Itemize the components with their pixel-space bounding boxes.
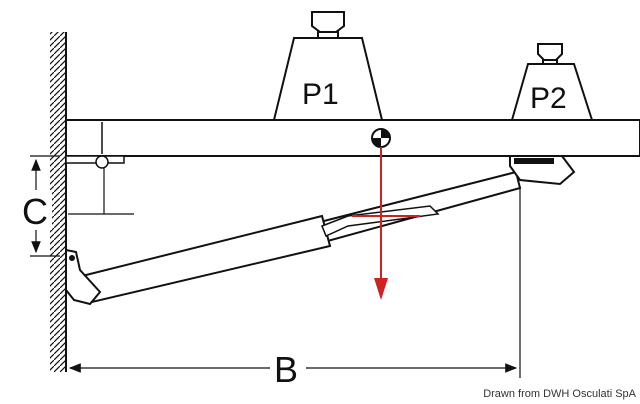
dimension-b: B [68,186,521,390]
upper-bracket [509,155,576,186]
center-of-gravity-symbol [371,128,391,148]
wall [50,32,67,372]
weight-p1: P1 [272,11,384,121]
weight-p1-label: P1 [302,78,339,111]
gas-strut [80,170,558,304]
weight-p2-label: P2 [530,82,567,115]
weight-p2: P2 [510,43,594,121]
force-arrow [352,147,420,300]
dimension-c: C [20,155,134,257]
shelf-board [65,119,640,157]
dimension-b-label: B [274,349,298,390]
top-hinge [65,155,125,214]
dimension-c-label: C [22,191,48,232]
lower-bracket [65,248,102,306]
image-credit: Drawn from DWH Osculati SpA [483,388,636,400]
